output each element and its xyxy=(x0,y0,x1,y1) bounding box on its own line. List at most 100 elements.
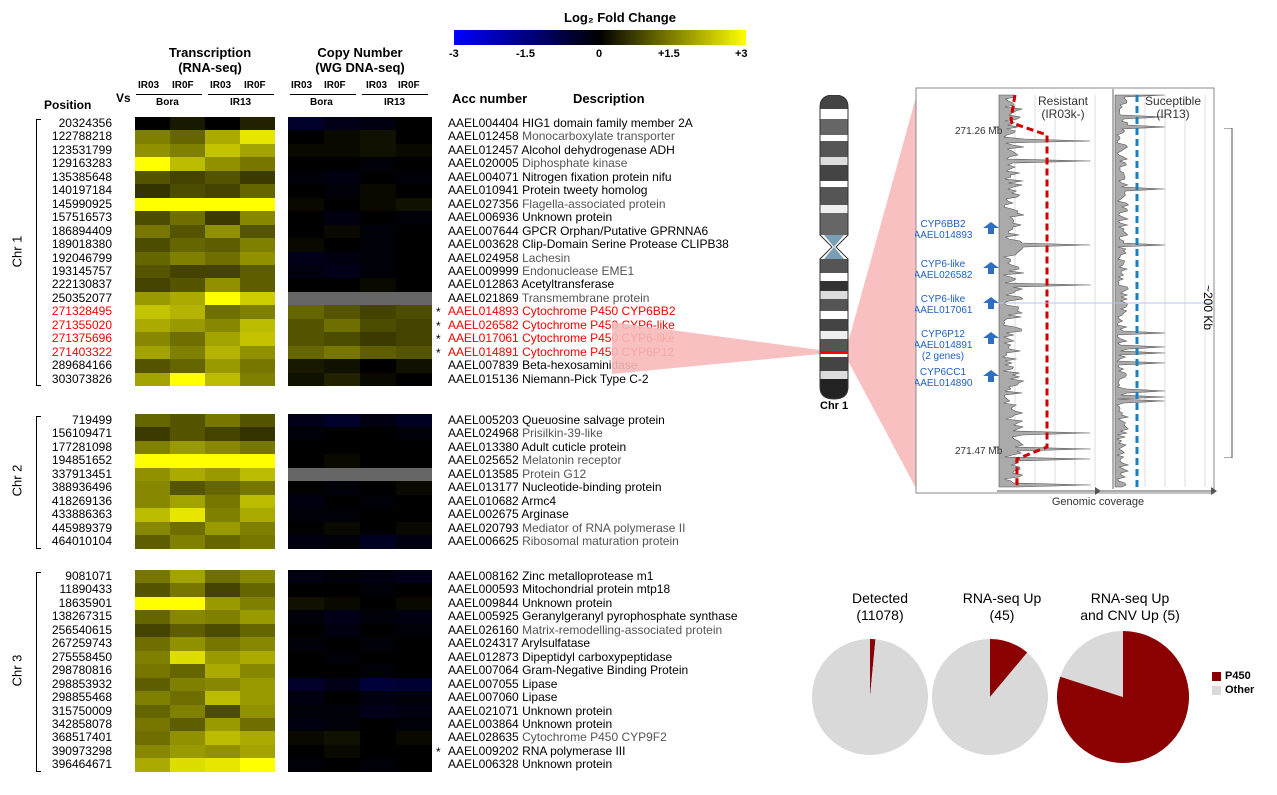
rna-cell xyxy=(135,454,170,469)
rna-cell xyxy=(135,345,170,360)
cnv-cell xyxy=(396,664,432,679)
rna-cell xyxy=(240,117,275,131)
cnv-cell xyxy=(360,359,396,374)
position-value: 271403322 xyxy=(51,344,112,359)
cnv-cell xyxy=(288,570,324,584)
cnv-cell xyxy=(288,454,324,469)
pie-slice-p450 xyxy=(870,639,876,697)
cnv-cell xyxy=(396,251,432,266)
cnv-cell xyxy=(288,623,324,638)
pie-2-title: RNA-seq Up xyxy=(962,590,1042,606)
cnv-cell xyxy=(324,170,360,185)
position-value: 186894409 xyxy=(51,223,112,238)
rna-cell xyxy=(240,157,275,172)
rna-cell xyxy=(205,211,240,226)
rna-cell xyxy=(240,508,275,523)
rna-cell xyxy=(170,691,205,705)
rna-cell xyxy=(135,637,170,652)
gene-description: Unknown protein xyxy=(522,703,613,718)
cnv-cell xyxy=(324,583,360,598)
acc-header: Acc number xyxy=(452,91,528,106)
rna-cell xyxy=(135,440,170,455)
cnv-cell xyxy=(324,318,360,333)
cnv-cell xyxy=(360,157,396,172)
rna-cell xyxy=(240,143,275,158)
susceptible-coverage-trace xyxy=(1114,94,1165,488)
cnv-cell xyxy=(360,508,396,523)
chr-zoom-wedge xyxy=(846,90,918,492)
gene-description: Mitochondrial protein mtp18 xyxy=(522,582,671,597)
cnv-cell xyxy=(396,440,432,455)
rna-cell xyxy=(170,291,205,306)
cnv-cell xyxy=(324,454,360,469)
pie-1-title: Detected xyxy=(851,590,909,606)
rna-cell xyxy=(170,305,205,320)
acc-number: AAEL012863 xyxy=(448,277,519,292)
gene-annotation: AAEL013585 Protein G12 xyxy=(448,467,586,481)
cnv-cell xyxy=(396,610,432,625)
gene-annotation: AAEL010682 Armc4 xyxy=(448,494,556,508)
position-value: 464010104 xyxy=(51,534,112,549)
gene-annotation: AAEL009999 Endonuclease EME1 xyxy=(448,264,634,278)
cnv-cell xyxy=(396,117,432,131)
acc-number: AAEL008162 xyxy=(448,569,519,583)
rna-cell xyxy=(135,481,170,496)
position-value: 275558450 xyxy=(51,649,112,664)
gene-description: Monocarboxylate transporter xyxy=(522,129,675,144)
rna-cell xyxy=(135,494,170,509)
position-value: 123531799 xyxy=(51,142,112,157)
rna-cell xyxy=(170,758,205,773)
cnv-cell xyxy=(324,637,360,652)
cnv-cell xyxy=(288,414,324,428)
gene-description: Prisilkin-39-like xyxy=(522,426,603,441)
acc-number: AAEL004404 xyxy=(448,116,519,130)
colorbar-tick: 0 xyxy=(596,48,603,60)
rna-cell xyxy=(135,414,170,428)
acc-number: AAEL007055 xyxy=(448,676,519,691)
resistant-copy-line xyxy=(1009,94,1049,487)
cnv-cell xyxy=(324,481,360,496)
cnv-cell xyxy=(324,414,360,428)
rna-cell xyxy=(170,130,205,145)
cnv-cell xyxy=(396,345,432,360)
susceptible-subtitle: (IR13) xyxy=(1156,107,1189,121)
rna-cell xyxy=(135,704,170,719)
gene-annotation: AAEL006936 Unknown protein xyxy=(448,211,612,224)
cnv-cell xyxy=(396,704,432,719)
bora-underline xyxy=(290,94,356,95)
cnv-cell xyxy=(360,717,396,732)
position-value: 388936496 xyxy=(51,480,112,495)
cnv-cell xyxy=(360,414,396,428)
rna-cell xyxy=(240,731,275,746)
cnv-cell xyxy=(360,521,396,536)
rna-cell xyxy=(205,691,240,705)
cnv-cell xyxy=(288,596,324,611)
rna-cell xyxy=(240,130,275,145)
cnv-cell xyxy=(288,305,324,320)
rna-cell xyxy=(170,224,205,239)
pie-slice-other xyxy=(1060,631,1123,697)
cnv-cell xyxy=(288,345,324,360)
legend-swatch xyxy=(1212,671,1221,681)
position-value: 303073826 xyxy=(51,371,112,386)
gene-label-acc: AAEL014890 xyxy=(915,378,973,389)
acc-number: AAEL024317 xyxy=(448,636,519,651)
cnv-cell xyxy=(324,143,360,158)
gene-description: Melatonin receptor xyxy=(522,453,622,468)
rna-cell xyxy=(170,494,205,509)
gene-annotation: AAEL007839 Beta-hexosaminidase xyxy=(448,359,637,372)
cnv-cell xyxy=(360,238,396,252)
rna-cell xyxy=(135,332,170,347)
chromosome-band xyxy=(820,181,848,187)
rna-cell xyxy=(240,238,275,252)
acc-number: AAEL012457 xyxy=(448,142,519,157)
rna-cell xyxy=(205,596,240,611)
cnv-cell xyxy=(324,427,360,442)
group-ir13: IR13 xyxy=(230,97,252,108)
cnv-cell xyxy=(288,535,324,549)
chromosome-bracket xyxy=(36,572,41,772)
gene-annotation: AAEL005203 Queuosine salvage protein xyxy=(448,414,665,427)
rna-cell xyxy=(135,238,170,252)
cnv-cell xyxy=(396,414,432,428)
rna-cell xyxy=(205,623,240,638)
